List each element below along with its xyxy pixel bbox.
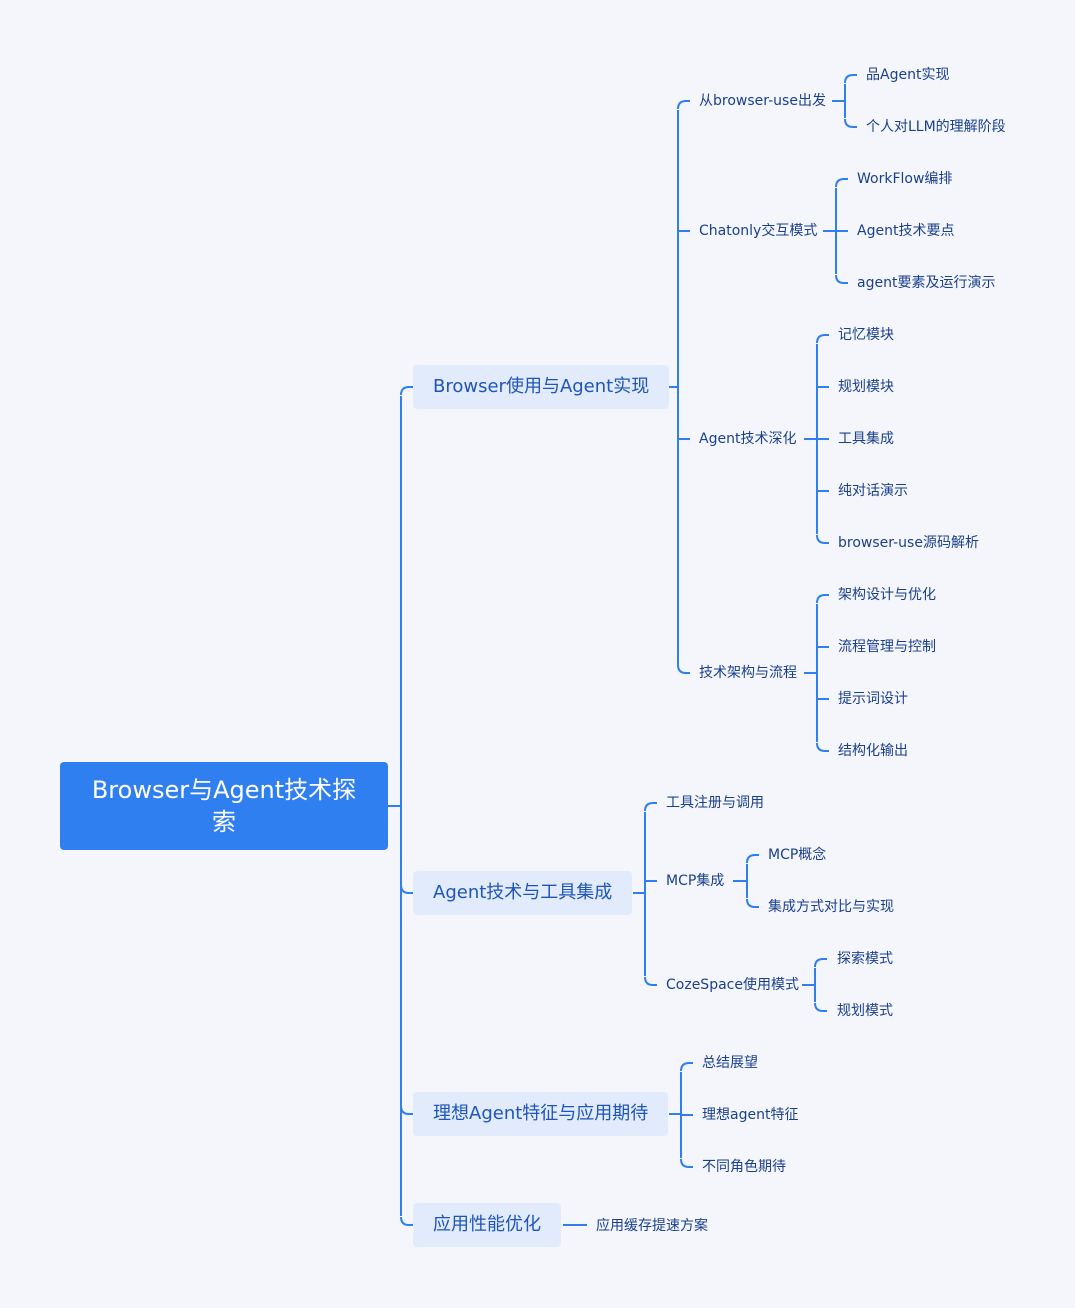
leaf-topic[interactable]: 流程管理与控制 — [838, 639, 936, 655]
connector — [835, 274, 848, 284]
leaf-topic[interactable]: 规划模式 — [837, 1003, 893, 1019]
leaf-topic[interactable]: browser-use源码解析 — [838, 535, 979, 551]
branch-topic[interactable]: 应用性能优化 — [413, 1203, 561, 1247]
subtopic[interactable]: 工具注册与调用 — [666, 795, 764, 811]
subtopic[interactable]: 总结展望 — [702, 1055, 758, 1071]
connector — [746, 898, 759, 908]
leaf-topic[interactable]: MCP概念 — [768, 847, 827, 863]
connector — [835, 178, 848, 188]
connector — [844, 118, 857, 128]
connector — [814, 958, 827, 968]
leaf-topic[interactable]: Agent技术要点 — [857, 223, 955, 239]
leaf-topic[interactable]: 结构化输出 — [838, 743, 908, 759]
leaf-topic[interactable]: 架构设计与优化 — [838, 587, 936, 603]
subtopic[interactable]: 从browser-use出发 — [699, 93, 826, 109]
leaf-topic[interactable]: 探索模式 — [837, 951, 893, 967]
subtopic[interactable]: 应用缓存提速方案 — [596, 1218, 708, 1234]
connector — [816, 594, 829, 604]
root-topic[interactable]: Browser与Agent技术探索 — [60, 762, 388, 850]
connector — [400, 386, 413, 396]
subtopic[interactable]: 不同角色期待 — [702, 1159, 786, 1175]
connector — [816, 534, 829, 544]
connector — [816, 334, 829, 344]
branch-topic[interactable]: Browser使用与Agent实现 — [413, 365, 670, 409]
connector — [400, 884, 413, 894]
subtopic[interactable]: 理想agent特征 — [702, 1107, 799, 1123]
connector — [746, 854, 759, 864]
leaf-topic[interactable]: 集成方式对比与实现 — [768, 899, 894, 915]
leaf-topic[interactable]: WorkFlow编排 — [857, 171, 953, 187]
connector — [816, 742, 829, 752]
subtopic[interactable]: CozeSpace使用模式 — [666, 977, 799, 993]
subtopic[interactable]: 技术架构与流程 — [699, 665, 797, 681]
connector — [644, 976, 657, 986]
connector — [644, 802, 657, 812]
subtopic[interactable]: Chatonly交互模式 — [699, 223, 818, 239]
leaf-topic[interactable]: 记忆模块 — [838, 327, 894, 343]
connector — [677, 100, 690, 110]
connector — [680, 1158, 693, 1168]
subtopic[interactable]: MCP集成 — [666, 873, 725, 889]
connector — [680, 1062, 693, 1072]
leaf-topic[interactable]: agent要素及运行演示 — [857, 275, 996, 291]
leaf-topic[interactable]: 个人对LLM的理解阶段 — [866, 119, 1006, 135]
connector — [677, 664, 690, 674]
branch-topic[interactable]: 理想Agent特征与应用期待 — [413, 1092, 669, 1136]
connector — [814, 1002, 827, 1012]
connector — [844, 74, 857, 84]
connector — [400, 1216, 413, 1226]
leaf-topic[interactable]: 工具集成 — [838, 431, 894, 447]
subtopic[interactable]: Agent技术深化 — [699, 431, 797, 447]
leaf-topic[interactable]: 品Agent实现 — [866, 67, 950, 83]
leaf-topic[interactable]: 提示词设计 — [838, 691, 908, 707]
connector — [400, 1105, 413, 1115]
leaf-topic[interactable]: 纯对话演示 — [838, 483, 908, 499]
branch-topic[interactable]: Agent技术与工具集成 — [413, 871, 633, 915]
leaf-topic[interactable]: 规划模块 — [838, 379, 894, 395]
